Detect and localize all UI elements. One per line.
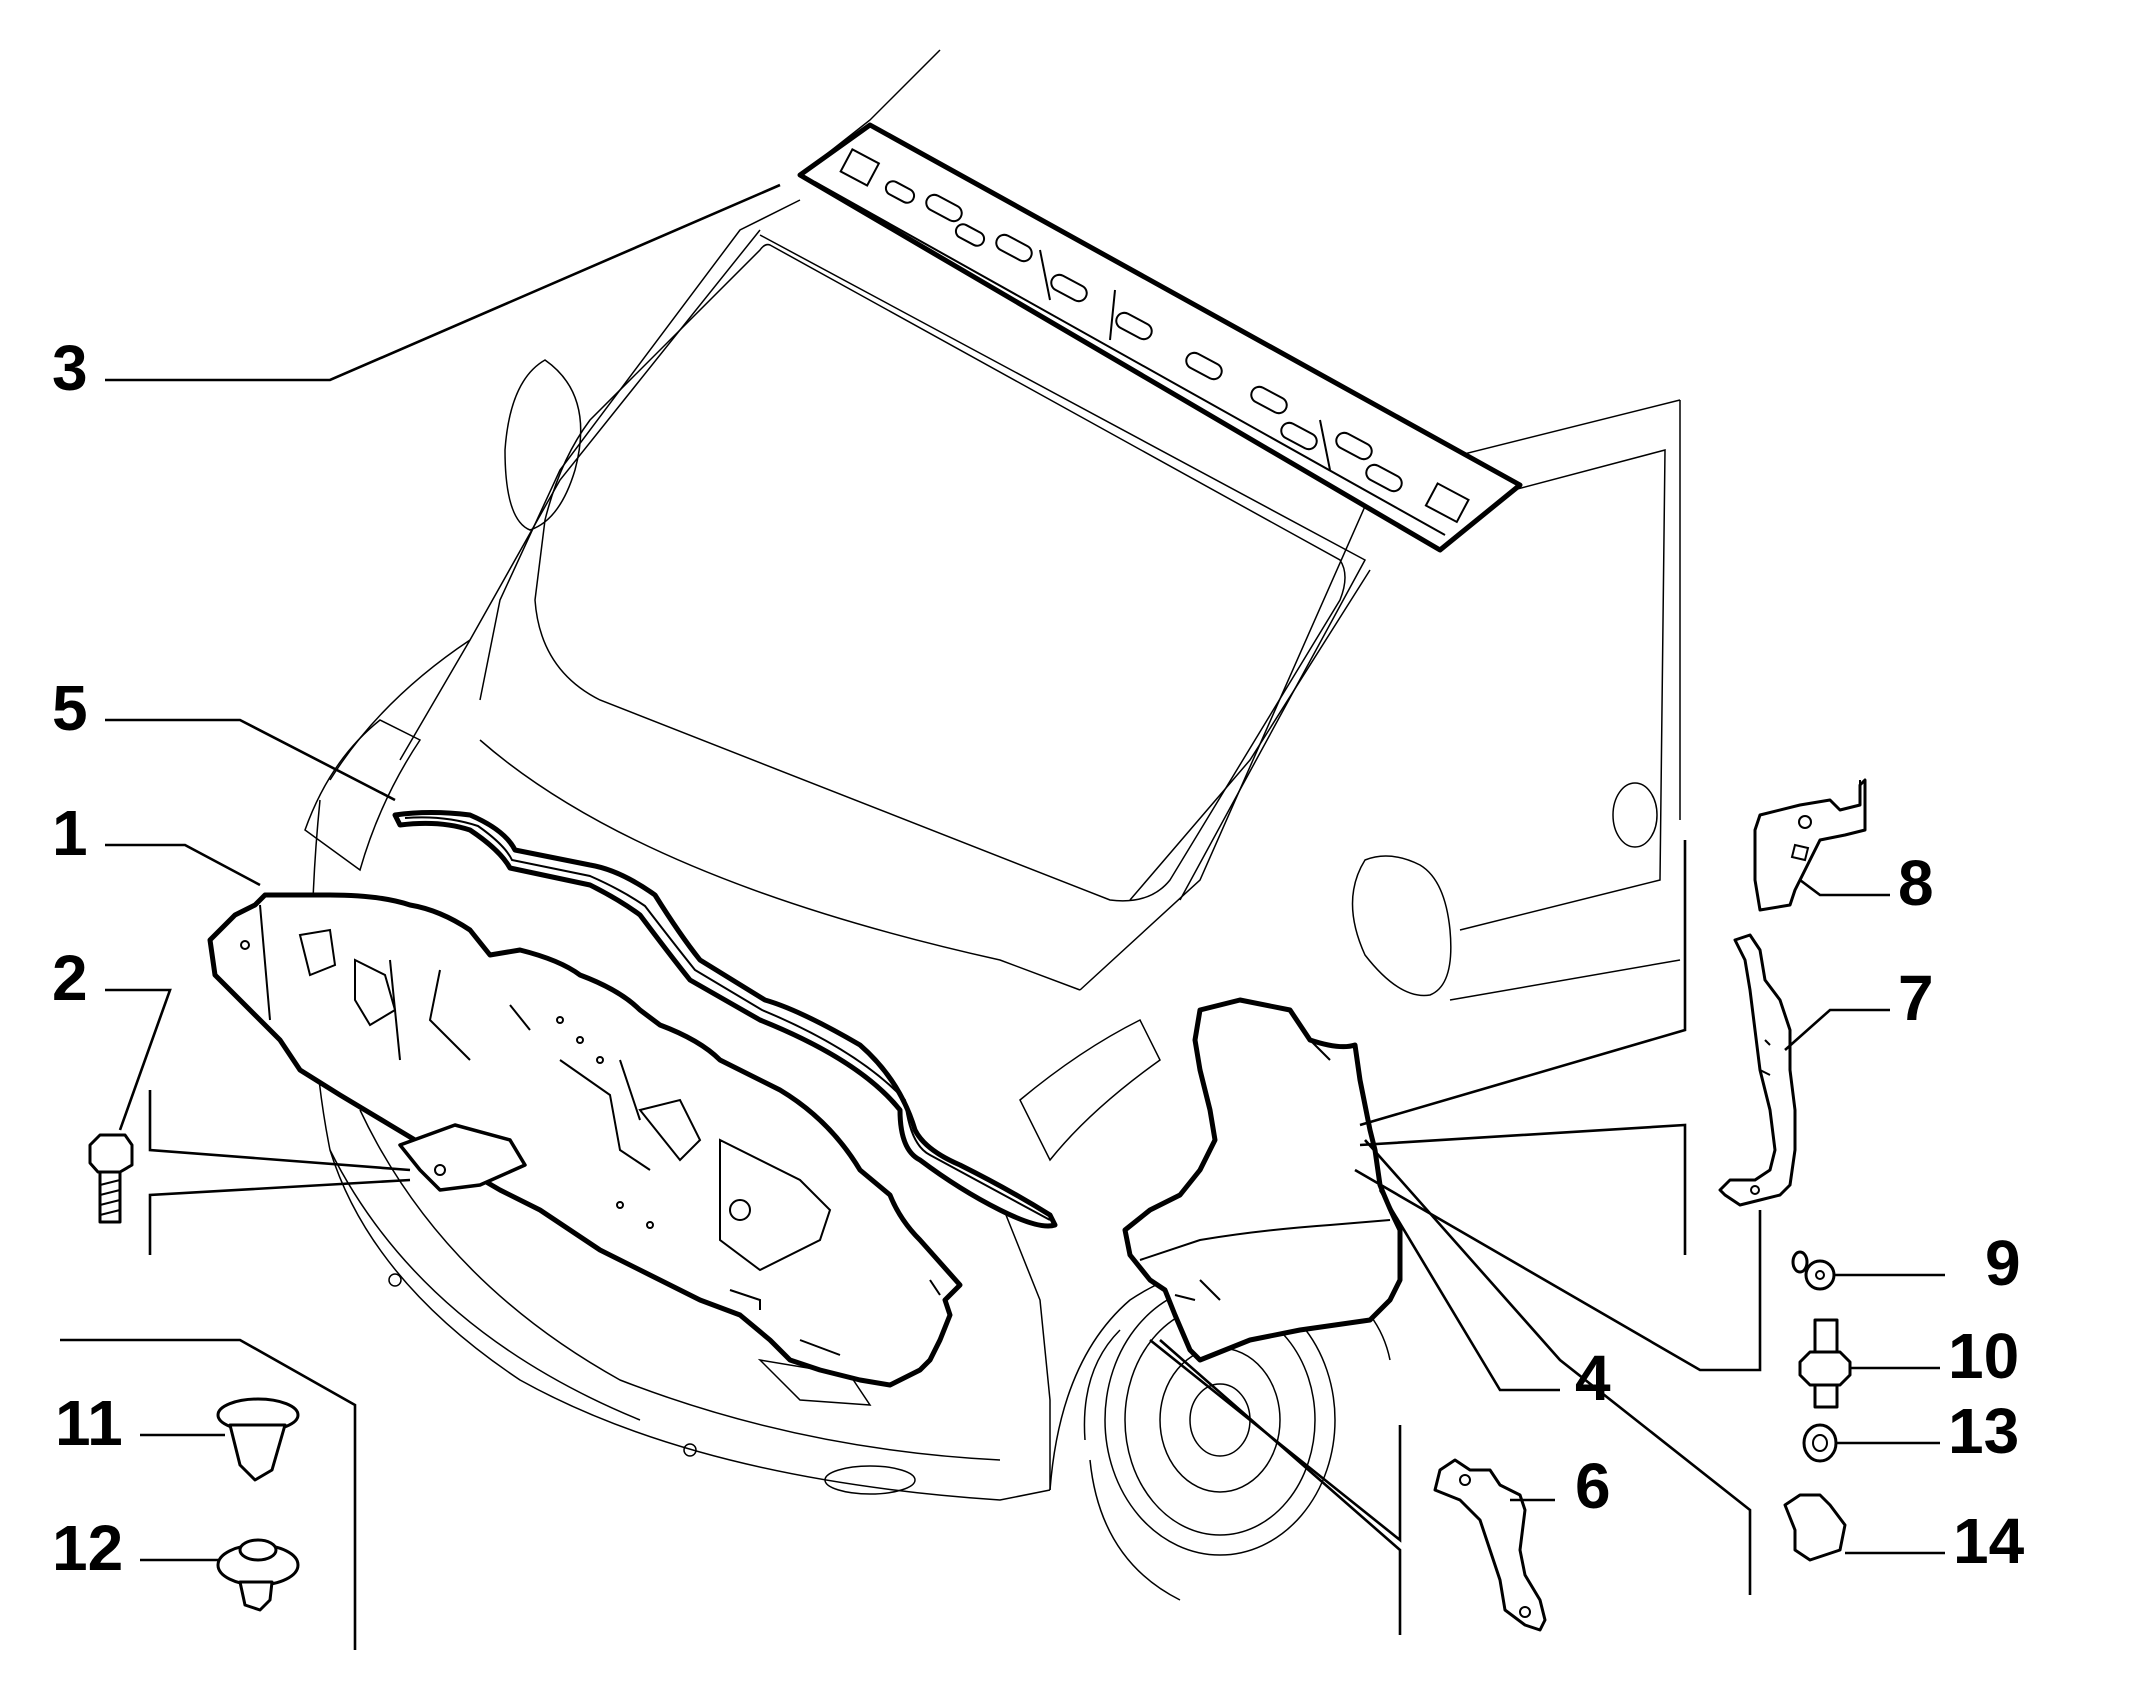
part-11-push-clip bbox=[216, 1397, 300, 1482]
part-8-bracket bbox=[1753, 778, 1867, 912]
part-6-small-bracket bbox=[1433, 1458, 1547, 1632]
part-7-long-bracket bbox=[1718, 933, 1797, 1207]
callout-1: 1 bbox=[52, 797, 88, 869]
callout-5: 5 bbox=[52, 672, 88, 744]
part-3-roof-strip bbox=[797, 122, 1523, 553]
callout-10: 10 bbox=[1948, 1320, 2019, 1392]
callout-14: 14 bbox=[1953, 1505, 2025, 1577]
part-10-stud bbox=[1798, 1318, 1852, 1409]
leader-lines bbox=[60, 183, 1945, 1650]
callout-4: 4 bbox=[1575, 1342, 1611, 1414]
callout-3: 3 bbox=[52, 332, 88, 404]
part-9-clip bbox=[1791, 1250, 1836, 1291]
callout-labels: 3 5 1 2 8 7 9 10 13 14 4 6 11 12 bbox=[52, 332, 2025, 1584]
callout-2: 2 bbox=[52, 942, 88, 1014]
callout-13: 13 bbox=[1948, 1395, 2019, 1467]
callout-9: 9 bbox=[1985, 1227, 2021, 1299]
callout-6: 6 bbox=[1575, 1450, 1611, 1522]
part-12-screw bbox=[216, 1538, 300, 1612]
callout-11: 11 bbox=[55, 1387, 123, 1459]
part-2-bolt bbox=[88, 1133, 134, 1224]
part-13-washer bbox=[1802, 1423, 1838, 1463]
part-4-wheelarch-liner bbox=[1122, 997, 1403, 1363]
callout-8: 8 bbox=[1898, 847, 1934, 919]
callout-12: 12 bbox=[52, 1512, 123, 1584]
part-1-front-panel bbox=[207, 892, 963, 1388]
part-14-nut bbox=[1783, 1493, 1847, 1562]
part-5-seal-strip bbox=[392, 810, 1058, 1229]
callout-7: 7 bbox=[1898, 962, 1934, 1034]
